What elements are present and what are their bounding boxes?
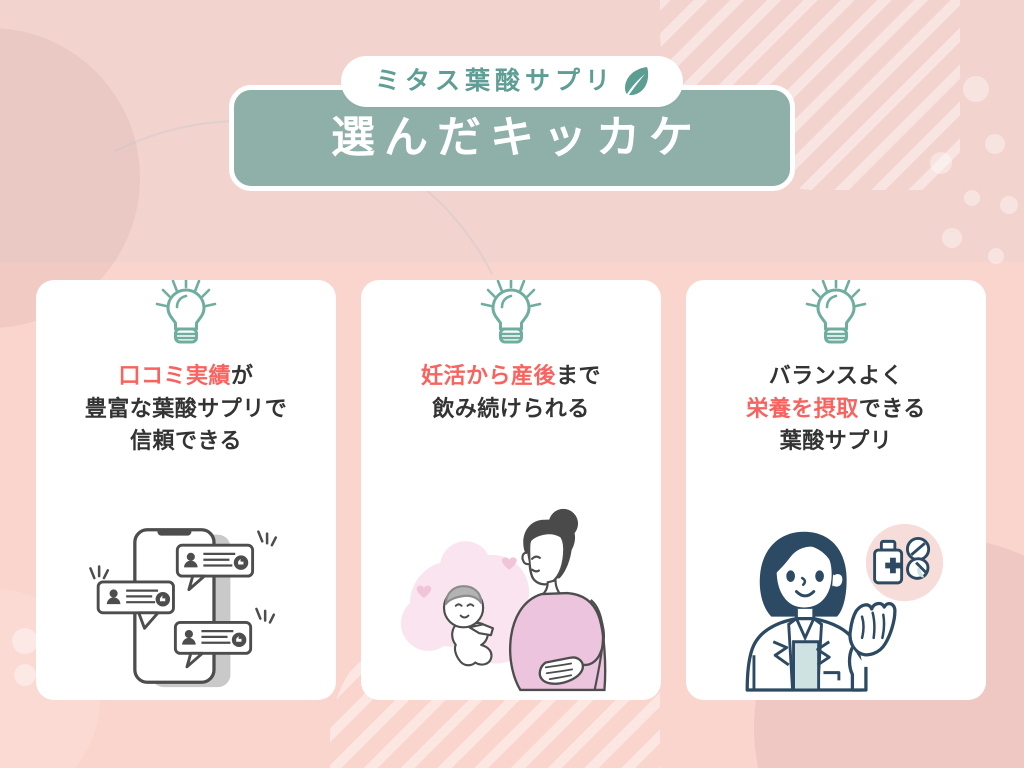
card-heading-line: 信頼できる [130,428,242,453]
card-heading-line: 栄養を摂取できる [746,396,926,421]
background-dot [985,134,1005,154]
card-heading-line: 葉酸サプリ [780,428,893,453]
card-reviews[interactable]: 口コミ実績が豊富な葉酸サプリで信頼できる [36,280,336,700]
card-heading-text: できる [858,395,926,421]
card-nutrition[interactable]: バランスよく栄養を摂取できる葉酸サプリ [686,280,986,700]
card-heading-text: 豊富な葉酸サプリで [84,395,288,421]
lightbulb-icon [148,280,224,350]
card-heading: 口コミ実績が豊富な葉酸サプリで信頼できる [75,360,298,458]
card-heading-line: 豊富な葉酸サプリで [85,396,288,421]
header: ミタス葉酸サプリ 選んだキッカケ [0,56,1024,191]
background-dot [12,628,38,654]
lightbulb-icon [798,280,874,350]
card-heading-text: まで [556,363,602,388]
cards-row: 口コミ実績が豊富な葉酸サプリで信頼できる [36,280,988,700]
background-dot [964,190,980,206]
card-heading: 妊活から産後まで飲み続けられる [411,360,611,425]
brand-badge-label: ミタス葉酸サプリ [374,66,615,95]
card-heading-highlight: 妊活から産後 [420,363,556,388]
card-heading-line: 妊活から産後まで [421,363,601,388]
page-title: 選んだキッカケ [331,113,702,162]
smartphone-reviews-illustration [36,504,336,694]
background-dot [988,248,1004,264]
background-dot [963,76,989,102]
pregnant-woman-illustration [361,504,661,694]
card-pregnancy[interactable]: 妊活から産後まで飲み続けられる [361,280,661,700]
leaf-icon [619,63,653,97]
card-heading-text: 飲み続けられる [432,395,590,421]
doctor-with-medicine-illustration [686,504,986,694]
card-heading-highlight: 栄養を摂取 [746,395,859,421]
card-heading-line: 口コミ実績が [118,363,253,388]
background-dot [942,228,962,248]
card-heading-text: バランスよく [768,363,904,388]
card-heading-text: が [230,363,254,388]
card-heading-line: バランスよく [769,363,904,388]
card-heading-line: 飲み続けられる [432,396,590,421]
background-dot [930,152,952,174]
card-heading-highlight: 口コミ実績 [118,363,231,388]
background-dot [1000,196,1018,214]
brand-badge: ミタス葉酸サプリ [340,56,683,107]
card-heading-text: 葉酸サプリ [779,428,893,454]
lightbulb-icon [473,280,549,350]
card-heading: バランスよく栄養を摂取できる葉酸サプリ [736,360,936,458]
background-dot [14,664,36,686]
card-heading-text: 信頼できる [129,428,243,454]
